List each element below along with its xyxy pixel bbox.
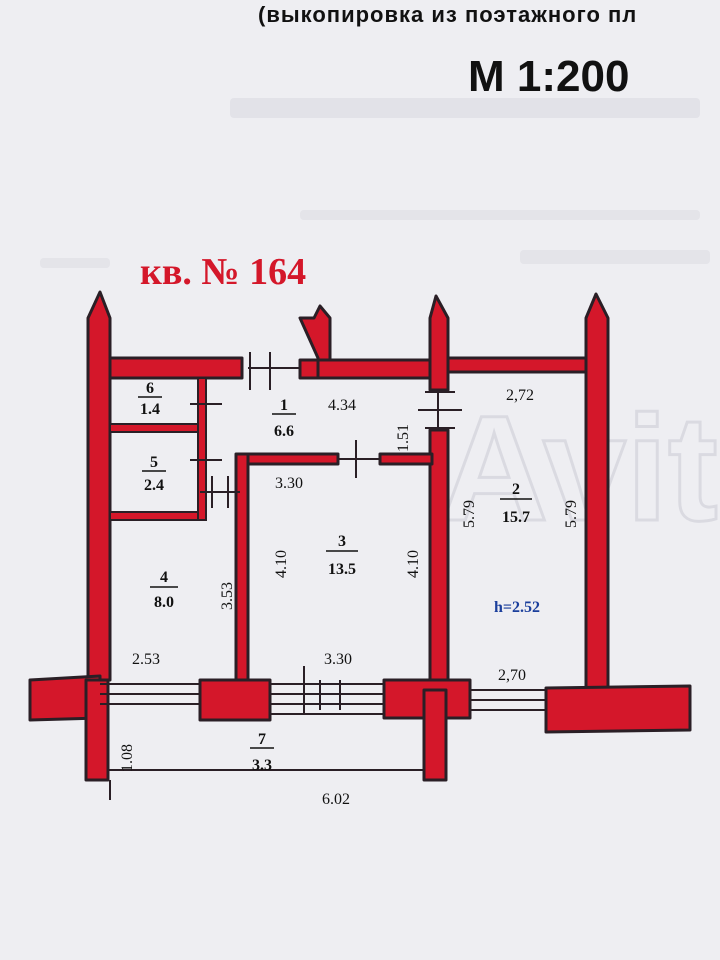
dim-hall-door: 1.51 bbox=[395, 424, 412, 452]
room-1-id: 1 bbox=[280, 397, 288, 414]
room-labels: 6 1.4 1 6.6 5 2.4 2 15.7 3 13.5 4 8.0 7 … bbox=[138, 380, 532, 774]
room-1-area: 6.6 bbox=[274, 423, 294, 440]
dim-balcony-depth: 1.08 bbox=[119, 744, 136, 772]
wall-center bbox=[428, 294, 450, 392]
room-7-area: 3.3 bbox=[252, 757, 272, 774]
dim-room2-right: 5.79 bbox=[563, 500, 580, 528]
room-2-id: 2 bbox=[512, 481, 520, 498]
dim-room3-left: 4.10 bbox=[273, 550, 290, 578]
wall-top-left bbox=[108, 356, 244, 380]
dim-room4-width: 2.53 bbox=[132, 651, 160, 668]
wall-room3-top-right bbox=[378, 452, 434, 466]
dimension-labels: 4.34 2,72 3.30 2.53 3.30 2,70 6.02 1.51 … bbox=[119, 387, 580, 808]
partition-closet5-bottom bbox=[109, 511, 205, 521]
dim-room3-right: 4.10 bbox=[405, 550, 422, 578]
room-3-id: 3 bbox=[338, 533, 346, 550]
partition-closet6-bottom bbox=[109, 423, 205, 433]
wall-right-outer bbox=[584, 292, 610, 702]
wall-bottom-right bbox=[544, 684, 692, 734]
watermark-text: Avito bbox=[440, 384, 720, 552]
wall-room3-left bbox=[234, 452, 250, 682]
room-6-area: 1.4 bbox=[140, 401, 160, 418]
room-5-id: 5 bbox=[150, 454, 158, 471]
wall-top-right bbox=[316, 358, 434, 380]
room-7-id: 7 bbox=[258, 731, 266, 748]
dim-room3-bottom: 3.30 bbox=[324, 651, 352, 668]
partition-closets-right bbox=[197, 377, 207, 521]
dim-room3-top: 3.30 bbox=[275, 475, 303, 492]
room-3-area: 13.5 bbox=[328, 561, 356, 578]
dim-balcony-width: 6.02 bbox=[322, 791, 350, 808]
room-4-area: 8.0 bbox=[154, 594, 174, 611]
wall-bottom-mid bbox=[198, 678, 272, 722]
room-2-area: 15.7 bbox=[502, 509, 530, 526]
background-marks bbox=[40, 98, 710, 268]
apartment-number: кв. № 164 bbox=[140, 251, 307, 293]
plan-scale: М 1:200 bbox=[468, 52, 630, 101]
plan-subtitle: (выкопировка из поэтажного пл bbox=[258, 2, 638, 27]
wall-center-lower bbox=[428, 428, 450, 682]
room-5-area: 2.4 bbox=[144, 477, 164, 494]
dim-room2-left: 5.79 bbox=[461, 500, 478, 528]
wall-left-outer bbox=[86, 290, 112, 682]
wall-balcony-right bbox=[422, 688, 448, 782]
room-6-id: 6 bbox=[146, 380, 154, 397]
partitions bbox=[109, 377, 207, 521]
dim-hall-width: 4.34 bbox=[328, 397, 356, 414]
ceiling-height: h=2.52 bbox=[494, 599, 540, 616]
walls bbox=[28, 290, 692, 782]
dim-room2-top: 2,72 bbox=[506, 387, 534, 404]
wall-room3-top bbox=[238, 452, 340, 466]
windows bbox=[100, 352, 546, 800]
dim-room2-bottom: 2,70 bbox=[498, 667, 526, 684]
wall-room2-top bbox=[446, 356, 588, 374]
dim-room4-height: 3.53 bbox=[219, 582, 236, 610]
room-4-id: 4 bbox=[160, 569, 168, 586]
